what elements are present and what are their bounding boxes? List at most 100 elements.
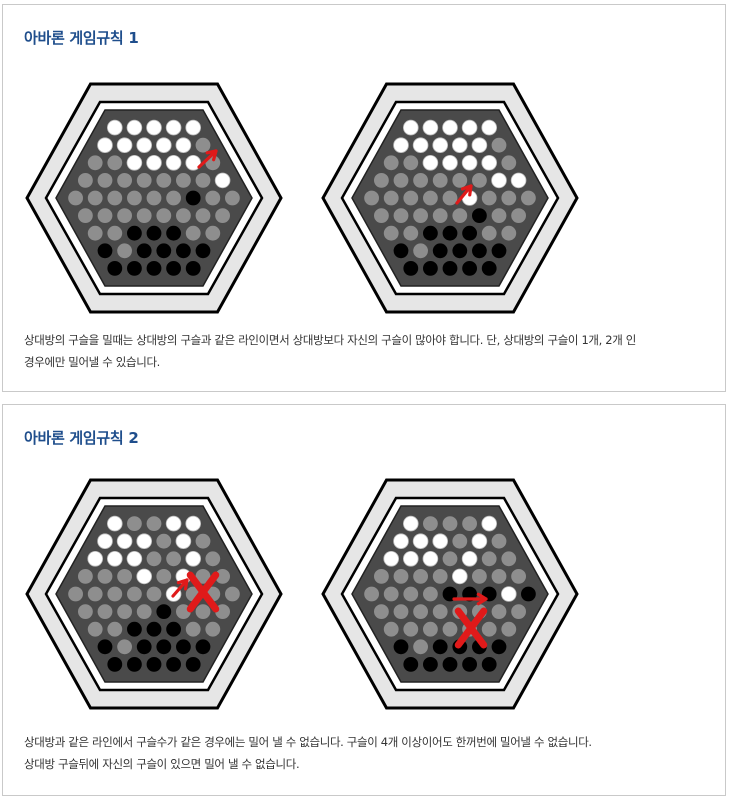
white-marble [146,119,162,136]
black-marble [166,225,182,241]
black-marble [423,657,438,672]
black-marble [127,621,142,637]
black-marble [393,639,409,655]
empty-hole [68,190,83,206]
empty-hole [442,516,458,531]
empty-hole [432,604,448,619]
empty-hole [78,208,93,224]
black-marble [521,586,536,602]
empty-hole [413,604,428,619]
black-marble [472,208,487,224]
rule2-panel: 아바론 게임규칙 2 상대방과 같은 라인에서 구슬수가 같은 경우에는 밀어 … [2,404,726,796]
rule1-panel: 아바론 게임규칙 1 상대방의 구슬을 밀때는 상대방의 구슬과 같은 라인이면… [2,4,726,392]
empty-hole [383,225,399,241]
empty-hole [472,569,487,584]
white-marble [87,551,103,567]
empty-hole [501,155,517,171]
rule1-desc-line2: 경우에만 밀어낼 수 있습니다. [24,355,160,369]
empty-hole [511,569,526,584]
empty-hole [383,190,399,206]
empty-hole [364,586,379,602]
white-marble [422,155,439,171]
empty-hole [423,190,438,206]
empty-hole [136,208,152,224]
empty-hole [107,621,123,637]
white-marble [422,551,439,567]
white-marble [185,515,202,532]
push-arrow-icon [171,578,189,598]
empty-hole [442,190,458,206]
empty-hole [185,225,201,241]
white-marble [422,119,439,136]
black-marble [432,243,448,259]
white-marble [403,551,419,567]
white-marble [136,533,152,549]
empty-hole [491,533,507,549]
empty-hole [117,173,132,188]
black-marble [432,639,448,655]
white-marble [452,137,468,153]
white-marble [175,533,192,549]
empty-hole [205,621,221,637]
empty-hole [87,190,103,206]
white-marble [452,568,468,585]
empty-hole [156,173,172,188]
empty-hole [166,551,182,567]
rule2-description: 상대방과 같은 라인에서 구슬수가 같은 경우에는 밀어 낼 수 없습니다. 구… [24,731,592,775]
empty-hole [195,208,211,224]
black-marble [127,225,142,241]
empty-hole [432,208,448,224]
empty-hole [491,604,507,619]
empty-hole [403,225,419,241]
empty-hole [413,208,428,224]
black-marble [393,243,409,259]
empty-hole [127,190,142,206]
white-marble [442,155,458,171]
empty-hole [432,569,448,584]
empty-hole [87,225,103,241]
white-marble [432,533,448,549]
empty-hole [481,551,497,567]
empty-hole [501,225,517,241]
black-marble [462,225,477,241]
black-marble [472,243,487,259]
black-marble [146,225,162,241]
white-marble [156,137,172,153]
white-marble [471,533,488,549]
not-allowed-x-icon [186,571,220,613]
black-marble [166,657,182,672]
empty-hole [215,569,231,584]
empty-hole [195,569,211,584]
white-marble [185,119,202,136]
empty-hole [117,569,132,584]
empty-hole [127,586,142,602]
rule2-desc-line2: 상대방 구슬뒤에 자신의 구슬이 있으면 밀어 낼 수 없습니다. [24,757,300,771]
empty-hole [393,208,409,224]
black-marble [97,639,113,655]
empty-hole [442,551,458,567]
white-marble [97,533,113,549]
empty-hole [393,569,409,584]
rule1-description: 상대방의 구슬을 밀때는 상대방의 구슬과 같은 라인이면서 상대방보다 자신의… [24,329,636,373]
empty-hole [481,190,497,206]
empty-hole [87,155,103,171]
empty-hole [423,586,438,602]
empty-hole [481,621,497,637]
empty-hole [78,569,93,584]
empty-hole [501,190,517,206]
empty-hole [413,639,428,655]
black-marble [146,657,162,672]
black-marble [156,243,172,259]
white-marble [412,533,429,549]
empty-hole [166,190,182,206]
empty-hole [146,190,162,206]
empty-hole [432,173,448,188]
white-marble [175,137,192,153]
black-marble [452,243,468,259]
black-marble [176,243,191,259]
board-rule2-right [321,478,579,710]
empty-hole [117,208,132,224]
black-marble [185,657,201,672]
empty-hole [403,586,419,602]
empty-hole [225,586,240,602]
